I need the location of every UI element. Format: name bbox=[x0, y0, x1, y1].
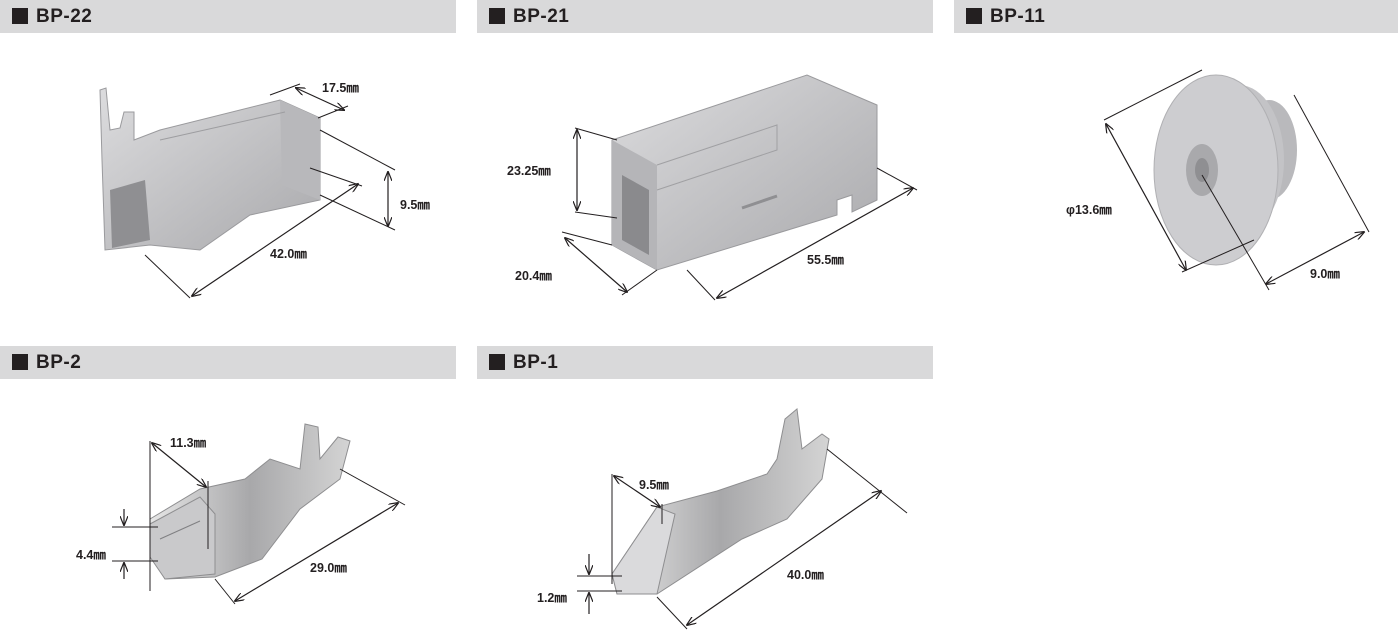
dimension-label: 9.5㎜ bbox=[639, 478, 669, 492]
dimension-label: φ13.6㎜ bbox=[1066, 203, 1112, 217]
square-bullet-icon bbox=[966, 8, 982, 24]
section-title: BP-21 bbox=[513, 6, 570, 27]
connector-drawing: 23.25㎜ 20.4㎜ 55.5㎜ bbox=[507, 74, 918, 301]
section-title: BP-2 bbox=[36, 352, 82, 373]
section-header: BP-2 bbox=[0, 346, 456, 379]
connector-drawing: 17.5㎜ 9.5㎜ 42.0㎜ bbox=[99, 81, 430, 299]
section-header: BP-22 bbox=[0, 0, 456, 33]
connector-image bbox=[99, 87, 321, 251]
section-title: BP-1 bbox=[513, 352, 559, 373]
dimension-label: 17.5㎜ bbox=[322, 81, 359, 95]
section-title: BP-11 bbox=[990, 6, 1046, 27]
terminal-drawing: 11.3㎜ 4.4㎜ 29.0㎜ bbox=[76, 423, 406, 605]
dimension-label: 42.0㎜ bbox=[270, 247, 307, 261]
terminal-drawing: 9.5㎜ 1.2㎜ 40.0㎜ bbox=[537, 408, 908, 630]
dimension-label: 11.3㎜ bbox=[170, 436, 207, 450]
dimension-label: 55.5㎜ bbox=[807, 253, 844, 267]
dimension-label: 1.2㎜ bbox=[537, 591, 567, 605]
seal-image bbox=[1153, 74, 1297, 266]
dimension-label: 29.0㎜ bbox=[310, 561, 347, 575]
square-bullet-icon bbox=[12, 8, 28, 24]
terminal-image bbox=[611, 408, 830, 595]
dimension-label: 9.5㎜ bbox=[400, 198, 430, 212]
dimension-label: 23.25㎜ bbox=[507, 164, 551, 178]
section-header: BP-11 bbox=[954, 0, 1398, 33]
connector-image bbox=[611, 74, 878, 271]
dimension-label: 4.4㎜ bbox=[76, 548, 106, 562]
section-header: BP-21 bbox=[477, 0, 933, 33]
square-bullet-icon bbox=[489, 8, 505, 24]
dimension-label: 9.0㎜ bbox=[1310, 267, 1340, 281]
dimension-label: 20.4㎜ bbox=[515, 269, 552, 283]
dimension-label: 40.0㎜ bbox=[787, 568, 824, 582]
square-bullet-icon bbox=[489, 354, 505, 370]
section-header: BP-1 bbox=[477, 346, 933, 379]
terminal-image bbox=[149, 423, 351, 580]
square-bullet-icon bbox=[12, 354, 28, 370]
seal-drawing: φ13.6㎜ 9.0㎜ bbox=[1066, 69, 1370, 291]
section-title: BP-22 bbox=[36, 6, 93, 27]
